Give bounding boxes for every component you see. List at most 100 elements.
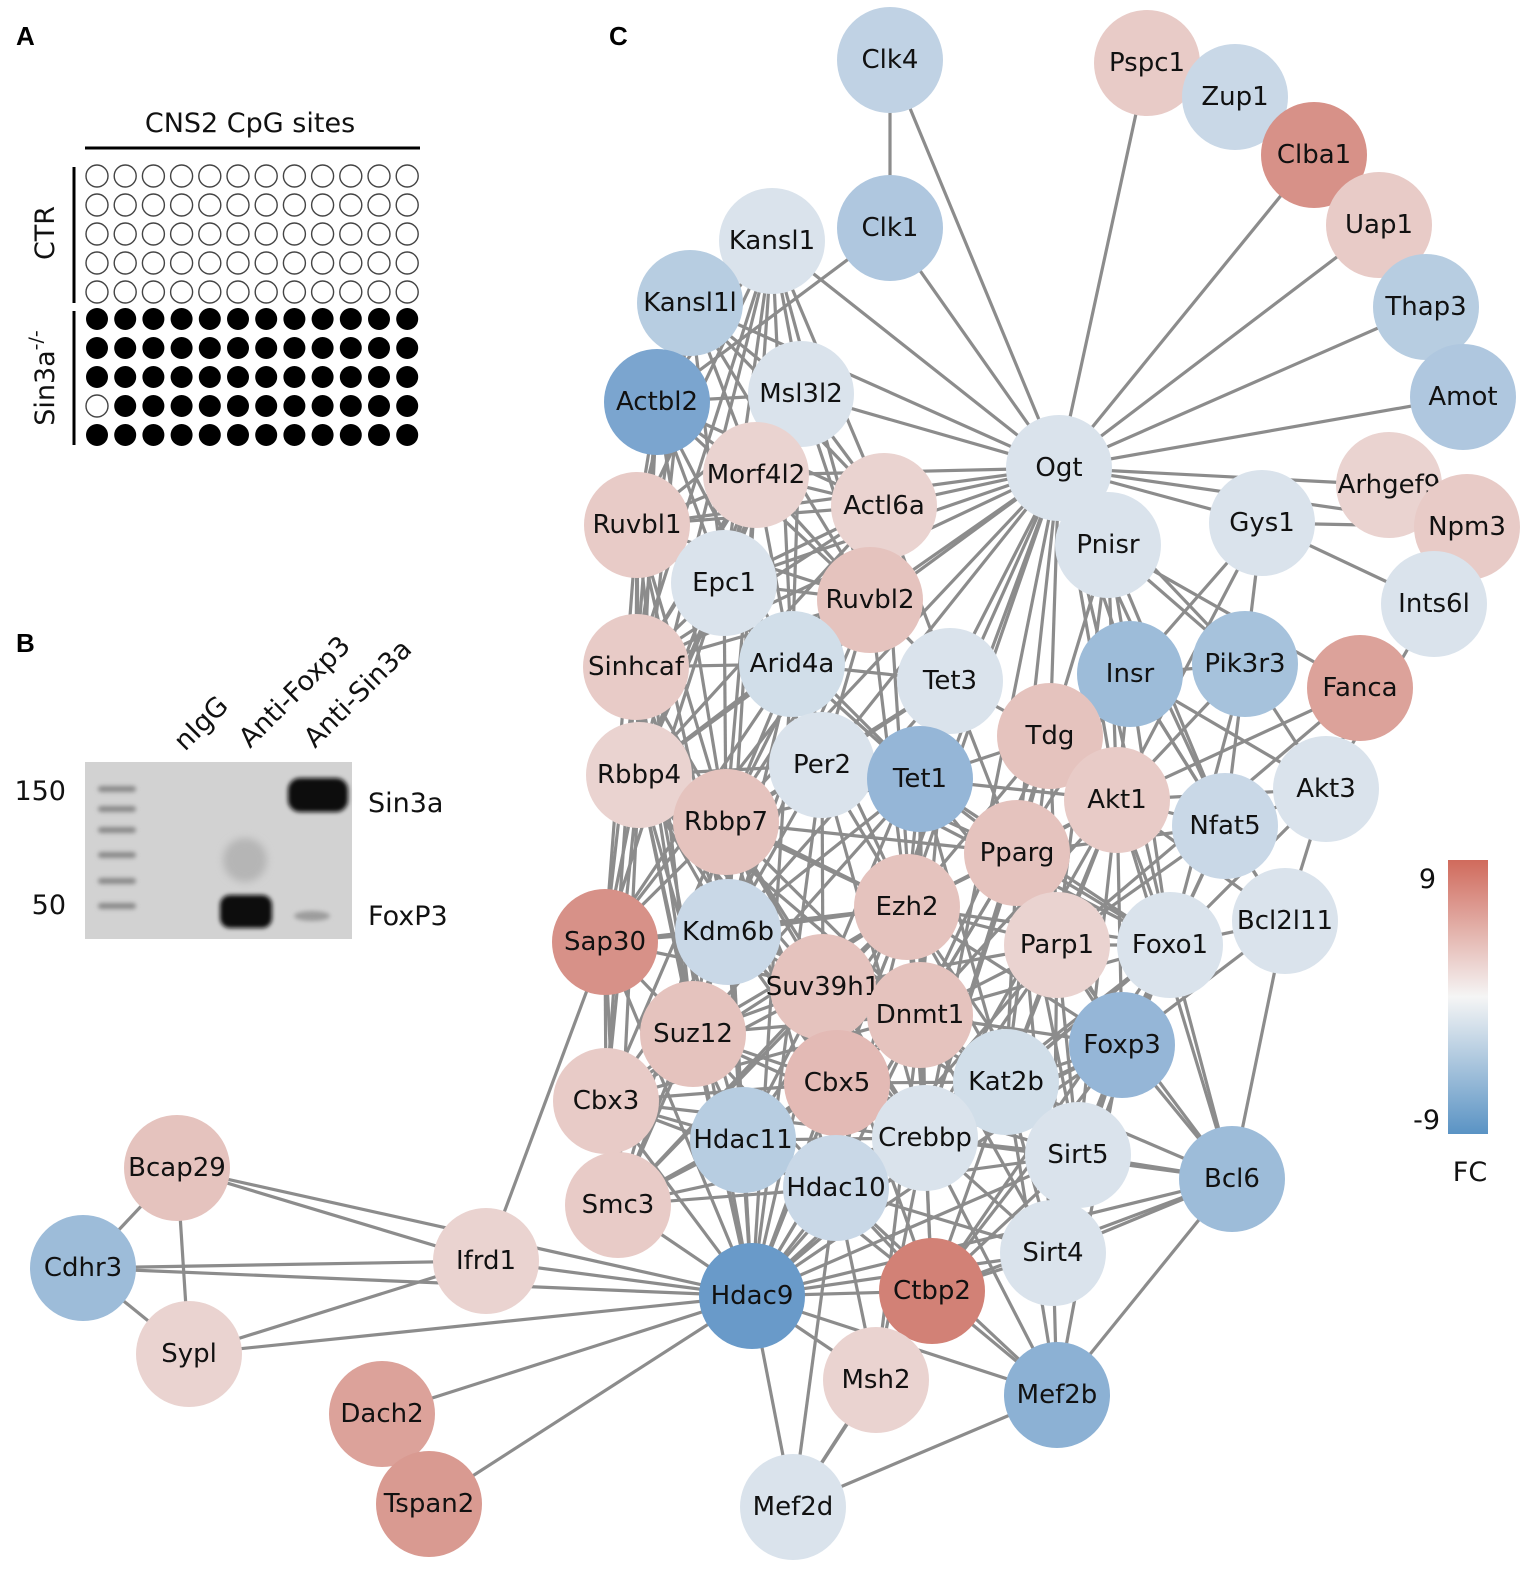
node-label: Rbbp4 — [597, 760, 681, 790]
node-label: Thap3 — [1384, 292, 1466, 322]
cpg-unmethylated-site — [226, 222, 250, 246]
network-node-msh2: Msh2 — [823, 1327, 929, 1433]
cpg-methylated-site — [396, 366, 419, 388]
node-label: Smc3 — [582, 1190, 655, 1220]
cpg-unmethylated-site — [395, 280, 419, 304]
network-node-zup1: Zup1 — [1182, 44, 1288, 150]
fc-colorbar — [1448, 860, 1488, 1134]
cpg-methylated-site — [114, 424, 137, 446]
network-node-sirt5: Sirt5 — [1025, 1102, 1131, 1208]
network-node-sap30: Sap30 — [552, 889, 658, 995]
cpg-unmethylated-site — [169, 280, 194, 304]
cpg-methylated-site — [255, 424, 278, 446]
cpg-unmethylated-site — [113, 280, 137, 304]
node-circle — [329, 1361, 435, 1467]
cpg-methylated-site — [227, 308, 249, 330]
network-node-parp1: Parp1 — [1004, 892, 1110, 998]
cpg-unmethylated-site — [226, 251, 250, 275]
node-label: Sinhcaf — [588, 652, 685, 682]
node-circle — [770, 934, 876, 1040]
cpg-unmethylated-site — [141, 280, 166, 304]
node-circle — [673, 769, 779, 875]
cpg-methylated-site — [283, 424, 306, 446]
network-node-amot: Amot — [1410, 344, 1516, 450]
node-label: Arhgef9 — [1338, 470, 1441, 500]
node-label: Ints6l — [1398, 589, 1470, 619]
node-circle — [1077, 621, 1183, 727]
cpg-methylated-site — [142, 308, 165, 330]
faint-band — [294, 911, 330, 921]
panel-a: A CNS2 CpG sites CTR Sin3a-/- — [16, 21, 420, 446]
cpg-methylated-site — [114, 337, 137, 359]
network-node-uap1: Uap1 — [1326, 172, 1432, 278]
network-node-clk1: Clk1 — [837, 175, 943, 281]
node-label: Tspan2 — [383, 1489, 475, 1519]
cpg-unmethylated-site — [113, 251, 137, 275]
cpg-methylated-site — [368, 366, 390, 388]
network-node-hdac10: Hdac10 — [783, 1135, 889, 1241]
cpg-unmethylated-site — [169, 164, 194, 188]
network-edge — [722, 240, 774, 584]
node-label: Ezh2 — [875, 892, 938, 922]
cpg-methylated-site — [255, 308, 278, 330]
node-circle — [703, 422, 809, 528]
cpg-unmethylated-site — [113, 193, 137, 217]
cpg-unmethylated-site — [310, 164, 335, 188]
cpg-unmethylated-site — [254, 251, 278, 275]
network-node-pspc1: Pspc1 — [1094, 10, 1200, 116]
node-circle — [897, 628, 1003, 734]
cpg-unmethylated-site — [85, 164, 109, 188]
cpg-unmethylated-site — [395, 193, 419, 217]
node-circle — [854, 854, 960, 960]
network-node-epc1: Epc1 — [671, 530, 777, 636]
cpg-unmethylated-site — [141, 222, 166, 246]
cpg-methylated-site — [142, 424, 165, 446]
node-circle — [1326, 172, 1432, 278]
cpg-methylated-site — [198, 424, 221, 446]
node-circle — [817, 547, 923, 653]
cpg-unmethylated-site — [282, 222, 307, 246]
cpg-methylated-site — [311, 395, 334, 417]
node-circle — [1336, 432, 1442, 538]
node-circle — [739, 611, 845, 717]
network-node-tdg: Tdg — [997, 683, 1103, 789]
sin3a-ko-label-base: Sin3a — [30, 350, 61, 425]
network-edge — [751, 1153, 1079, 1298]
node-label: Pnisr — [1076, 530, 1139, 560]
network-node-kdm6b: Kdm6b — [675, 879, 781, 985]
network-node-suz12: Suz12 — [640, 981, 746, 1087]
node-circle — [637, 250, 743, 356]
cpg-methylated-site — [311, 424, 334, 446]
node-circle — [748, 341, 854, 447]
network-node-ifrd1: Ifrd1 — [433, 1208, 539, 1314]
network-node-hdac9: Hdac9 — [699, 1243, 805, 1349]
node-circle — [831, 453, 937, 559]
panel-c-letter: C — [609, 21, 628, 51]
node-circle — [1069, 992, 1175, 1098]
node-label: Sirt5 — [1047, 1140, 1108, 1170]
network-node-akt3: Akt3 — [1273, 736, 1379, 842]
cpg-unmethylated-site — [141, 164, 166, 188]
network-edge — [751, 1177, 1233, 1298]
cpg-methylated-site — [86, 308, 108, 330]
node-label: Fanca — [1322, 673, 1397, 703]
cpg-methylated-site — [142, 366, 165, 388]
network-node-insr: Insr — [1077, 621, 1183, 727]
cpg-methylated-site — [227, 424, 249, 446]
fc-max-label: 9 — [1419, 864, 1436, 895]
node-circle — [953, 1029, 1059, 1135]
node-circle — [1025, 1102, 1131, 1208]
cpg-methylated-site — [142, 395, 165, 417]
network-node-tet3: Tet3 — [897, 628, 1003, 734]
node-circle — [433, 1208, 539, 1314]
network-node-ints6l: Ints6l — [1381, 551, 1487, 657]
network-node-arid4a: Arid4a — [739, 611, 845, 717]
band-label-foxp3: FoxP3 — [368, 901, 448, 932]
network-node-sypl: Sypl — [136, 1301, 242, 1407]
node-label: Kat2b — [968, 1067, 1044, 1097]
node-circle — [783, 1135, 889, 1241]
cpg-unmethylated-site — [198, 164, 222, 188]
fc-color-legend: 9 -9 FC — [1413, 860, 1488, 1188]
